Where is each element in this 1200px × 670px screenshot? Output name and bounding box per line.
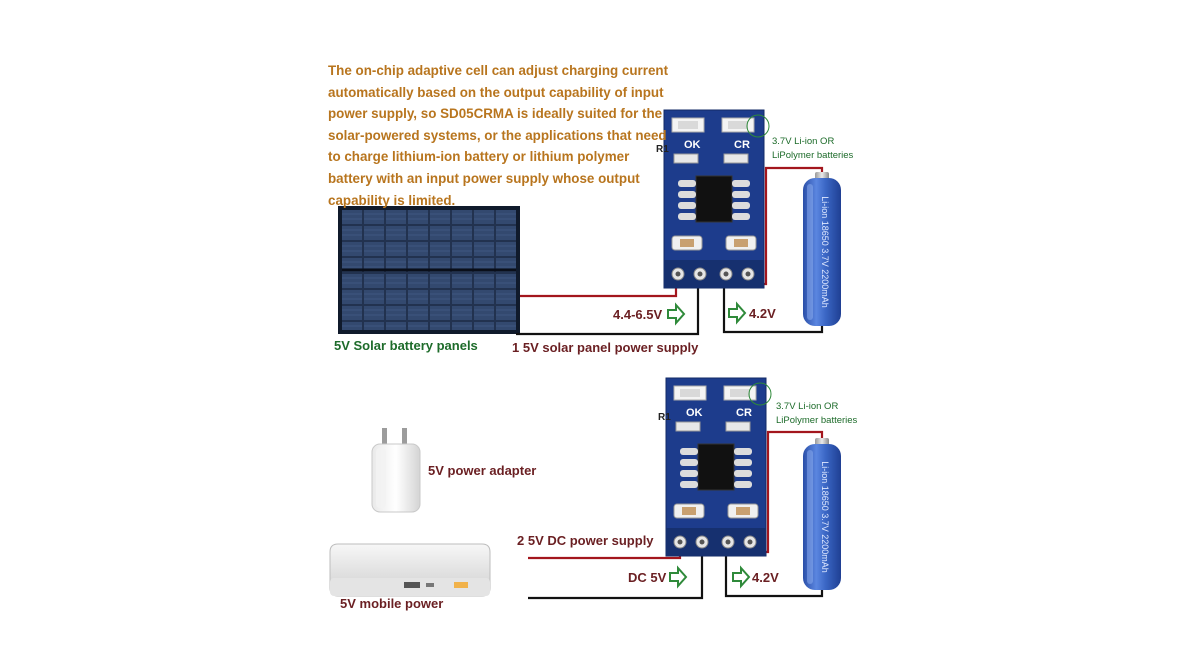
ic-pin [732,213,750,220]
ic-pin [680,470,698,477]
terminal-hole [699,539,705,545]
battery-label-line2: LiPolymer batteries [776,415,858,426]
terminal-hole [723,271,729,277]
battery-label-line2: LiPolymer batteries [772,150,854,161]
terminal-hole [697,271,703,277]
mobile-power-label: 5V mobile power [340,596,444,611]
ic-pin [680,481,698,488]
capacitor-body [736,507,750,515]
ic-pin [732,180,750,187]
resistor-label: R1 [656,144,669,155]
battery-label-top: 3.7V Li-ion OR LiPolymer batteries [772,135,853,163]
led-ok-lens [678,121,698,129]
ic-pin [678,213,696,220]
led-ok-label: OK [684,139,701,151]
smd-part [725,421,751,432]
arrow-output-bottom [732,565,751,589]
ic-pin [680,448,698,455]
resistor-label: R1 [658,412,671,423]
ic-pin [734,448,752,455]
arrow-output-top [728,301,747,325]
ic-pin [678,191,696,198]
solar-supply-label: 1 5V solar panel power supply [512,340,699,355]
ic-pin [734,470,752,477]
description-text: The on-chip adaptive cell can adjust cha… [328,63,669,208]
battery-top: Li-ion 18650 3.7V 2200mAh [803,172,841,326]
led-cr-lens [728,121,748,129]
capacitor-body [734,239,748,247]
ic-pin [732,202,750,209]
arrow-input-bottom [669,565,688,589]
led-cr-lens [730,389,750,397]
power-adapter [371,428,421,513]
battery-print: Li-ion 18650 3.7V 2200mAh [820,461,830,573]
arrow-input-top [667,302,686,326]
battery-highlight [807,184,813,320]
battery-label-line1: 3.7V Li-ion OR [772,136,835,147]
adapter-label: 5V power adapter [428,463,537,478]
ic-chip [697,443,735,491]
solar-panel [338,206,520,334]
ic-pin [734,481,752,488]
battery-label-bottom: 3.7V Li-ion OR LiPolymer batteries [776,400,857,428]
dc-supply-label: 2 5V DC power supply [517,533,654,548]
led-ok-lens [680,389,700,397]
input-voltage-top: 4.4-6.5V [613,307,663,322]
terminal-hole [747,539,753,545]
charger-module-bottom: OK CR R1 [658,377,772,557]
led-ok-label: OK [686,407,703,419]
ic-pin [680,459,698,466]
battery-label-line1: 3.7V Li-ion OR [776,401,839,412]
terminal-hole [725,539,731,545]
battery-bottom: Li-ion 18650 3.7V 2200mAh [803,438,841,590]
indicator-ring [746,114,770,138]
output-voltage-bottom: 4.2V [752,570,779,585]
smd-part [673,153,699,164]
charger-module-top: OK CR R1 [656,109,770,289]
capacitor-body [680,239,694,247]
solar-panel-label: 5V Solar battery panels [334,338,478,353]
input-voltage-bottom: DC 5V [628,570,667,585]
battery-highlight [807,450,813,584]
terminal-hole [745,271,751,277]
terminal-hole [677,539,683,545]
ic-pin [732,191,750,198]
terminal-hole [675,271,681,277]
mobile-power-bank [329,543,491,597]
ic-pin [678,202,696,209]
ic-chip [695,175,733,223]
indicator-ring [748,382,772,406]
battery-print: Li-ion 18650 3.7V 2200mAh [820,196,830,308]
output-voltage-top: 4.2V [749,306,776,321]
smd-part [675,421,701,432]
ic-pin [678,180,696,187]
smd-part [723,153,749,164]
led-cr-label: CR [734,139,750,151]
capacitor-body [682,507,696,515]
led-cr-label: CR [736,407,752,419]
ic-pin [734,459,752,466]
